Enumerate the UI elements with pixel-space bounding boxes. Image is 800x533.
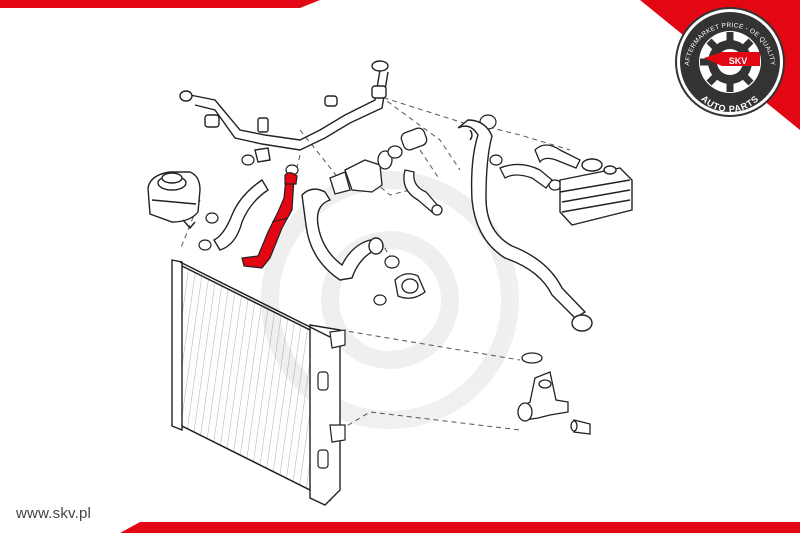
url-prefix: www. [16,505,53,522]
oil-cooler-hoses [499,144,581,189]
lower-left-hose [213,179,269,251]
highlighted-coolant-hose [241,172,298,269]
hose-connector [394,273,426,299]
coolant-flange [329,127,428,195]
expansion-tank [147,171,201,230]
hose-clamps [198,114,562,306]
metal-coolant-pipe [179,60,389,163]
coolant-t-junction [517,352,591,435]
oil-cooler [559,158,633,226]
bottom-dark-band [0,490,140,533]
url-brand: skv [52,505,75,522]
small-bypass-hose [403,169,443,216]
bottom-red-band [120,522,800,533]
watermark-gear [261,171,519,429]
radiator [171,259,346,506]
top-red-band [0,0,320,8]
url-suffix: .pl [74,505,92,522]
skv-logo: SKV AFTERMARKET PRICE - OE QUALITY AUTO … [675,7,785,117]
central-hose [301,188,384,281]
website-url[interactable]: www.skv.pl [16,505,91,522]
logo-name: SKV [729,56,748,66]
long-radiator-hose [457,119,593,332]
